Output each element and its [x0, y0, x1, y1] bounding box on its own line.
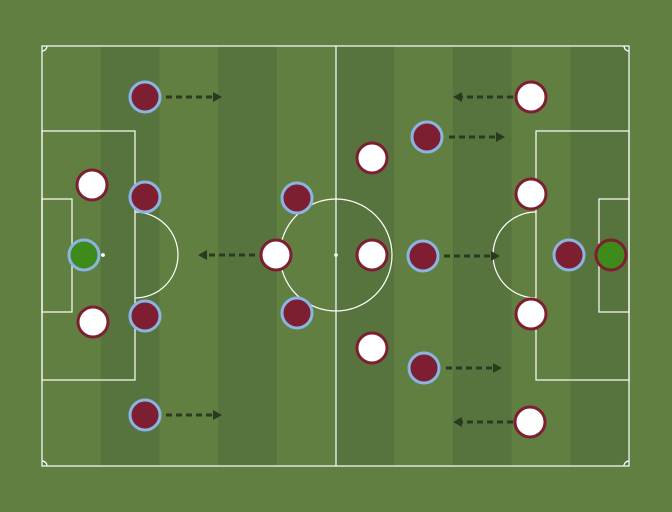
arrow-head-icon	[453, 417, 462, 427]
corner-arc	[623, 45, 630, 52]
arrow-head-icon	[213, 410, 222, 420]
home-player-marker[interactable]	[128, 180, 162, 214]
home-player-marker[interactable]	[552, 238, 586, 272]
grass-stripe	[100, 46, 160, 466]
away-player-marker[interactable]	[75, 168, 109, 202]
away-player-marker[interactable]	[355, 331, 389, 365]
movement-arrow	[166, 92, 222, 102]
home-goalkeeper-marker[interactable]	[67, 238, 101, 272]
players	[67, 80, 628, 439]
home-player-marker[interactable]	[280, 296, 314, 330]
movement-arrow	[449, 132, 505, 142]
home-player-marker[interactable]	[410, 120, 444, 154]
away-player-marker[interactable]	[259, 238, 293, 272]
arrow-head-icon	[198, 250, 207, 260]
away-player-marker[interactable]	[76, 305, 110, 339]
away-player-marker[interactable]	[355, 238, 389, 272]
home-player-marker[interactable]	[128, 398, 162, 432]
away-goalkeeper-marker[interactable]	[594, 238, 628, 272]
corner-arc	[623, 460, 630, 467]
home-player-marker[interactable]	[128, 80, 162, 114]
grass-stripe	[452, 46, 512, 466]
movement-arrow	[446, 363, 502, 373]
arrow-head-icon	[213, 92, 222, 102]
movement-arrows	[166, 92, 513, 427]
center-spot	[334, 253, 338, 257]
home-player-marker[interactable]	[128, 299, 162, 333]
away-player-marker[interactable]	[513, 405, 547, 439]
arrow-head-icon	[453, 92, 462, 102]
arrow-head-icon	[491, 251, 500, 261]
away-player-marker[interactable]	[514, 80, 548, 114]
away-player-marker[interactable]	[355, 141, 389, 175]
corner-arc	[41, 460, 48, 467]
home-player-marker[interactable]	[280, 181, 314, 215]
movement-arrow	[453, 92, 513, 102]
left-penalty-spot	[101, 253, 105, 257]
pitch-markings	[41, 45, 630, 467]
left-penalty-arc	[134, 211, 179, 299]
arrow-head-icon	[496, 132, 505, 142]
movement-arrow	[198, 250, 255, 260]
home-player-marker[interactable]	[406, 239, 440, 273]
movement-arrow	[444, 251, 500, 261]
movement-arrow	[166, 410, 222, 420]
away-player-marker[interactable]	[514, 297, 548, 331]
movement-arrow	[453, 417, 513, 427]
arrow-head-icon	[493, 363, 502, 373]
corner-arc	[41, 45, 48, 52]
away-player-marker[interactable]	[514, 177, 548, 211]
home-player-marker[interactable]	[407, 351, 441, 385]
